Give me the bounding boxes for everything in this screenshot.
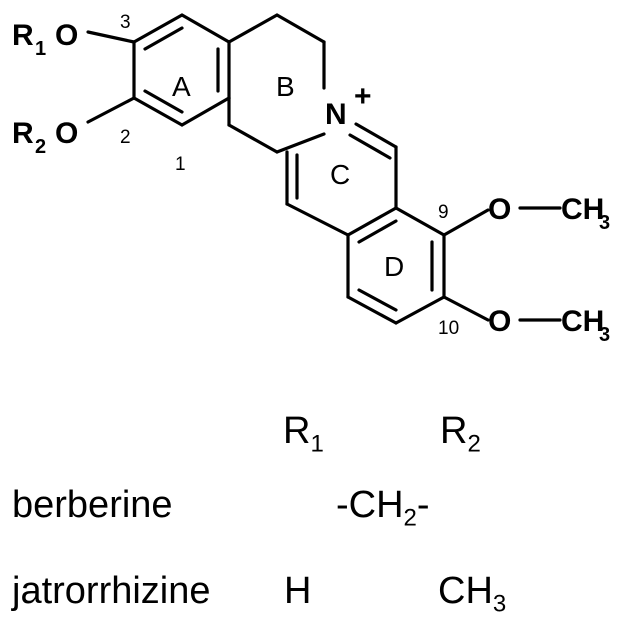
row-jatrorrhizine-r2: CH3 <box>438 570 507 618</box>
double-bond <box>357 288 398 312</box>
bond <box>227 13 279 44</box>
ring-label-d: D <box>384 251 404 282</box>
bond <box>180 13 231 44</box>
bond <box>132 96 184 127</box>
position-10: 10 <box>438 318 459 339</box>
bond-10-o <box>442 295 490 322</box>
bond <box>394 206 446 237</box>
methoxy-9-carbon: CH <box>561 193 604 226</box>
methoxy-10-oxygen: O <box>488 305 511 338</box>
ring-label-b: B <box>276 71 295 102</box>
bond <box>354 122 398 149</box>
bond <box>285 202 350 237</box>
double-bond <box>348 133 392 160</box>
ring-label-c: C <box>330 159 350 190</box>
bond-r2o <box>86 96 136 124</box>
bond <box>394 295 446 325</box>
r1-label: R <box>12 19 34 52</box>
double-bond <box>143 26 184 51</box>
row-berberine-methylene: -CH2- <box>336 484 430 532</box>
bond-r1o <box>86 30 136 44</box>
row-jatrorrhizine-name: jatrorrhizine <box>12 570 211 612</box>
r1-subscript: 1 <box>35 38 46 60</box>
bond <box>180 96 231 127</box>
ring-label-a: A <box>172 71 191 102</box>
bond <box>346 295 398 325</box>
header-r1: R1 <box>283 410 324 458</box>
methoxy-9-oxygen: O <box>488 193 511 226</box>
r2-subscript: 2 <box>35 136 46 158</box>
methoxy-10-carbon: CH <box>561 305 604 338</box>
position-3: 3 <box>120 12 131 33</box>
double-bond <box>357 219 398 244</box>
row-berberine-name: berberine <box>12 484 173 526</box>
bond <box>346 206 398 237</box>
bond-9-o <box>442 208 490 237</box>
methoxy-9-subscript: 3 <box>599 212 610 234</box>
header-r2: R2 <box>440 410 481 458</box>
r2-label: R <box>12 117 34 150</box>
bond <box>132 13 184 44</box>
r1-oxygen: O <box>55 19 78 52</box>
nitrogen-charge: + <box>354 80 372 113</box>
row-jatrorrhizine-r1: H <box>284 570 312 612</box>
double-bond <box>143 89 184 114</box>
bond-lines <box>86 13 562 325</box>
position-9: 9 <box>438 202 449 223</box>
bond <box>275 13 326 44</box>
bond <box>227 123 279 154</box>
methoxy-10-subscript: 3 <box>599 324 610 346</box>
position-1: 1 <box>175 154 186 175</box>
nitrogen-atom: N <box>325 98 347 131</box>
bond <box>275 132 326 154</box>
r2-oxygen: O <box>55 117 78 150</box>
position-2: 2 <box>120 127 131 148</box>
